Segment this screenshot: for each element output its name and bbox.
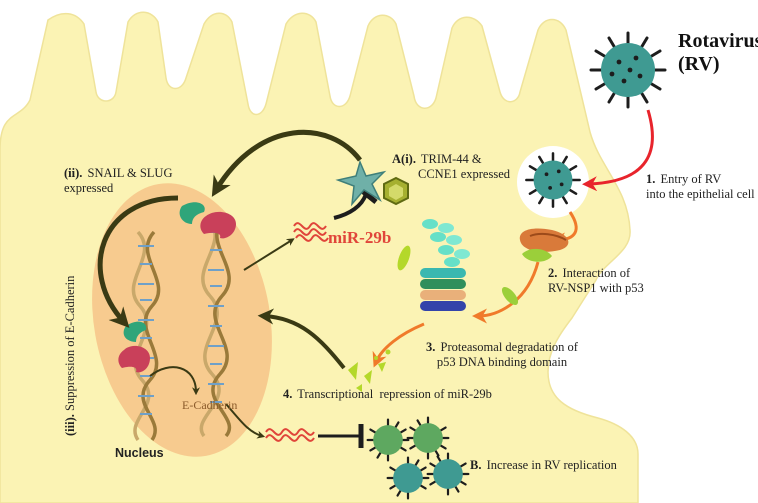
- rotavirus-icon: [525, 152, 581, 208]
- arrow-snail-to-dna: [97, 195, 179, 328]
- degraded-p53-fragments: [348, 349, 391, 392]
- ecadherin-suppression: [149, 366, 200, 396]
- step-1-line1: Entry of RV: [660, 172, 722, 186]
- rotavirus-title-line2: (RV): [678, 53, 720, 75]
- step-2-number: 2.: [548, 266, 558, 280]
- ecadherin-label: E-Cadherin: [182, 398, 238, 412]
- rotavirus-icon: [426, 452, 470, 496]
- mir-29b-label: miR-29b: [328, 228, 392, 247]
- step-2-line1: Interaction of: [562, 266, 631, 280]
- step-3-number: 3.: [426, 340, 436, 354]
- branch-a-line2: CCNE1 expressed: [418, 167, 510, 181]
- branch-a-label: A(i). TRIM-44 & CCNE1 expressed: [392, 152, 510, 182]
- step-3-label: 3. Proteasomal degradation of p53 DNA bi…: [426, 340, 578, 370]
- step-4-number: 4.: [283, 387, 293, 401]
- branch-ii-label: (ii). SNAIL & SLUG expressed: [64, 166, 173, 196]
- repression-to-dna: [257, 308, 346, 370]
- arrow-dna-to-mir: [243, 238, 295, 271]
- nucleus: [92, 183, 272, 457]
- step-2-line2: RV-NSP1 with p53: [548, 281, 644, 295]
- slug-icon: [118, 345, 150, 373]
- proteasome-icon: [420, 219, 470, 311]
- branch-a-tag: A(i).: [392, 152, 416, 166]
- trim44-star-icon: [335, 159, 387, 207]
- rotavirus-title: Rotavirus (RV): [678, 30, 758, 76]
- branch-iii-tag: (iii).: [63, 414, 77, 436]
- branch-b-text: Increase in RV replication: [486, 458, 617, 472]
- branch-iii-label: (iii). Suppression of E-Cadherin: [63, 276, 78, 436]
- rotavirus-icon: [589, 31, 667, 109]
- arrow-trim44-to-snail: [211, 129, 362, 197]
- step-1-label: 1. Entry of RV into the epithelial cell: [646, 172, 755, 202]
- branch-ii-line2: expressed: [64, 181, 114, 195]
- step-1-line2: into the epithelial cell: [646, 187, 755, 201]
- branch-a-line1: TRIM-44 &: [420, 152, 482, 166]
- arrow-dna-to-mir2: [225, 403, 266, 439]
- rotavirus-title-line1: Rotavirus: [678, 30, 758, 52]
- branch-ii-tag: (ii).: [64, 166, 83, 180]
- snail-icon: [179, 202, 205, 224]
- branch-ii-line1: SNAIL & SLUG: [87, 166, 173, 180]
- rotavirus-icon: [366, 418, 410, 462]
- mirna-icon: [293, 222, 329, 242]
- inhibit-trim44: [333, 193, 368, 220]
- branch-b-label: B. Increase in RV replication: [470, 458, 617, 473]
- nucleus-label: Nucleus: [115, 446, 164, 460]
- dna-helix-icon: [199, 216, 232, 438]
- step-2-label: 2. Interaction of RV-NSP1 with p53: [548, 266, 644, 296]
- step-3-line2: p53 DNA binding domain: [436, 355, 568, 369]
- rotavirus-icon: [406, 416, 450, 460]
- branch-iii-text: Suppression of E-Cadherin: [63, 275, 77, 411]
- mirna-icon: [265, 428, 315, 442]
- rotavirus-icon: [386, 456, 430, 500]
- nsp1-p53-complex: [519, 228, 569, 262]
- slug-icon: [200, 211, 236, 239]
- arrow-entry: [582, 109, 654, 192]
- ccne1-hexagon-icon: [383, 176, 409, 206]
- step-4-label: 4. Transcriptional repression of miR-29b: [283, 387, 492, 402]
- step-1-number: 1.: [646, 172, 656, 186]
- p53-fragment: [397, 245, 411, 271]
- step-3-line1: Proteasomal degradation of: [440, 340, 578, 354]
- arrow-degradation: [372, 322, 425, 368]
- dna-helix-icon: [131, 230, 161, 442]
- step-4-text: Transcriptional repression of miR-29b: [297, 387, 492, 401]
- branch-b-tag: B.: [470, 458, 482, 472]
- p53-fragment: [501, 286, 519, 306]
